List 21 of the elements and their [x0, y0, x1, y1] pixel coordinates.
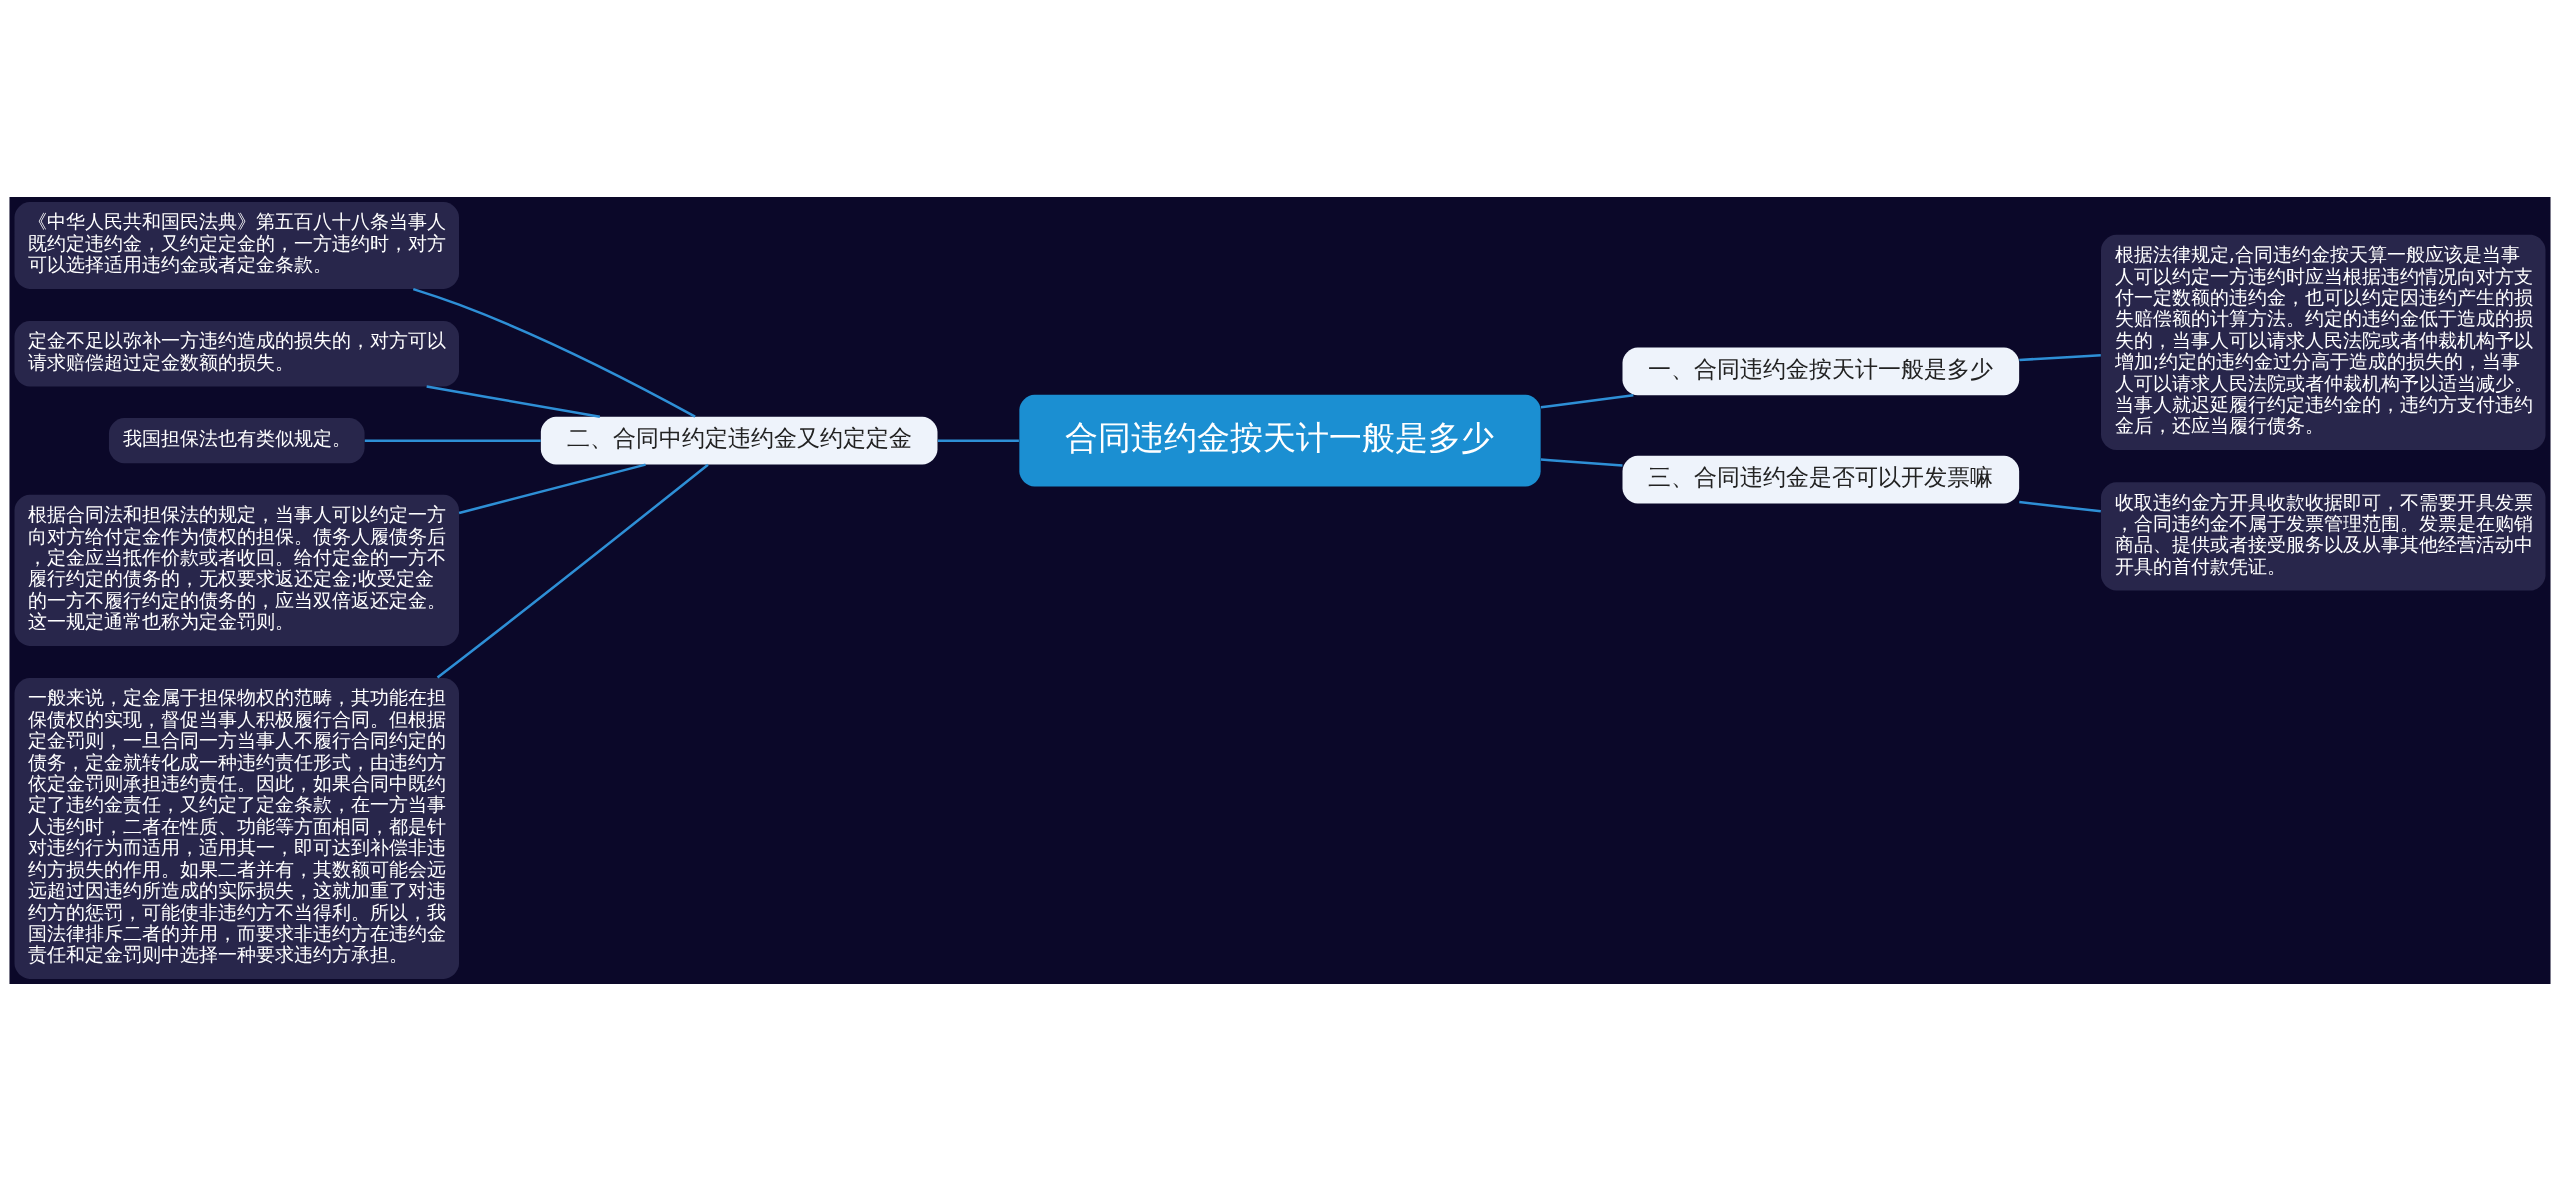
- connector: [1540, 458, 1623, 467]
- node-box: 《中华人民共和国民法典》第五百八十八条当事人既约定违约金，又约定定金的，一方违约时，对方可以选择适用违约金或者定金条款。: [14, 202, 459, 289]
- node-box: 根据合同法和担保法的规定，当事人可以约定一方向对方给付定金作为债权的担保。债务人履债务后，定金应当抵作价款或者收回。给付定金的一方不履行约定的债务的，无权要求返还定金;收受定金的一方不履行约定的债务的，应当双倍返还定金。这一规定通常也称为定金罚则。: [14, 494, 459, 646]
- node-box: 我国担保法也有类似规定。: [108, 418, 365, 464]
- connector: [458, 463, 646, 515]
- node-box: 三、合同违约金是否可以开发票嘛: [1622, 455, 2020, 504]
- node-box: 合同违约金按天计一般是多少: [1019, 394, 1541, 487]
- connector: [2019, 500, 2101, 513]
- connector: [436, 463, 709, 679]
- node-box: 定金不足以弥补一方违约造成的损失的，对方可以请求赔偿超过定金数额的损失。: [14, 321, 459, 387]
- node-box: 收取违约金方开具收款收据即可，不需要开具发票，合同违约金不属于发票管理范围。发票是在购销商品、提供或者接受服务以及从事其他经营活动中开具的首付款凭证。: [2101, 482, 2546, 591]
- connector: [937, 439, 1019, 442]
- node-box: 一、合同违约金按天计一般是多少: [1622, 347, 2020, 396]
- connector: [2019, 354, 2101, 362]
- node-box: 二、合同中约定违约金又约定定金: [540, 416, 938, 465]
- node-box: 根据法律规定,合同违约金按天算一般应该是当事人可以约定一方违约时应当根据违约情况向对方支付一定数额的违约金，也可以约定因违约产生的损失赔偿额的计算方法。约定的违约金低于造成的损失的，当事人可以请求人民法院或者仲裁机构予以增加;约定的违约金过分高于造成的损失的，当事人可以请求人民法院或者仲裁机构予以适当减少。当事人就迟延履行约定违约金的，违约方支付违约金后，还应当履行债务。: [2101, 234, 2546, 451]
- connector: [426, 385, 601, 418]
- connector: [412, 287, 696, 418]
- connector: [364, 439, 541, 442]
- connector: [1540, 394, 1634, 409]
- node-box: 一般来说，定金属于担保物权的范畴，其功能在担保债权的实现，督促当事人积极履行合同。但根据定金罚则，一旦合同一方当事人不履行合同约定的债务，定金就转化成一种违约责任形式，由违约方依定金罚则承担违约责任。因此，如果合同中既约定了违约金责任，又约定了定金条款，在一方当事人违约时，二者在性质、功能等方面相同，都是针对违约行为而适用，适用其一，即可达到补偿非违约方损失的作用。如果二者并有，其数额可能会远远超过因违约所造成的实际损失，这就加重了对违约方的惩罚，可能使非违约方不当得利。所以，我国法律排斥二者的并用，而要求非违约方在违约金责任和定金罚则中选择一种要求违约方承担。: [14, 678, 459, 979]
